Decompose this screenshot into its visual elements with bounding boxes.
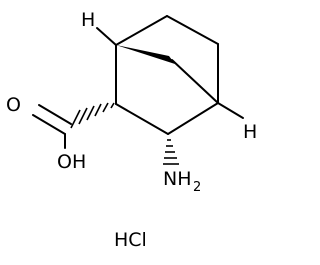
bond-c-o-double-1 — [32, 114, 66, 135]
atom-hydroxyl: OH — [57, 151, 86, 173]
hashed-bond-c2-carboxyl — [70, 102, 115, 129]
atom-amine-subscript: 2 — [193, 180, 201, 195]
salt-label: HCl — [114, 229, 147, 251]
bond-c1-c6 — [115, 15, 168, 46]
bond-c4-c3 — [167, 102, 219, 135]
wedge-bond-c1-c7 — [116, 45, 175, 64]
structure-diagram: H H O OH NH 2 HCl — [6, 9, 257, 251]
bond-c6-c5 — [166, 15, 219, 45]
atom-amine: NH — [163, 168, 192, 190]
bond-c-o-double-2 — [38, 104, 72, 125]
atom-oxygen-carbonyl: O — [6, 94, 21, 116]
bond-c3-c2 — [115, 103, 169, 135]
hash-line — [102, 102, 109, 113]
molecule-drawing: H H O OH NH 2 HCl — [6, 9, 257, 251]
atom-h-top: H — [81, 9, 95, 31]
hash-line — [70, 109, 81, 129]
bond-c4-h — [217, 102, 244, 119]
hash-line — [86, 105, 95, 121]
hashed-bond-c3-amine — [163, 139, 179, 165]
bond-c7-c4 — [171, 59, 219, 104]
bond-h-c1 — [96, 27, 117, 46]
hash-line — [110, 102, 115, 109]
bond-lines — [32, 15, 244, 149]
atom-h-right: H — [243, 121, 257, 143]
hash-line — [78, 107, 88, 125]
hash-line — [94, 103, 102, 117]
